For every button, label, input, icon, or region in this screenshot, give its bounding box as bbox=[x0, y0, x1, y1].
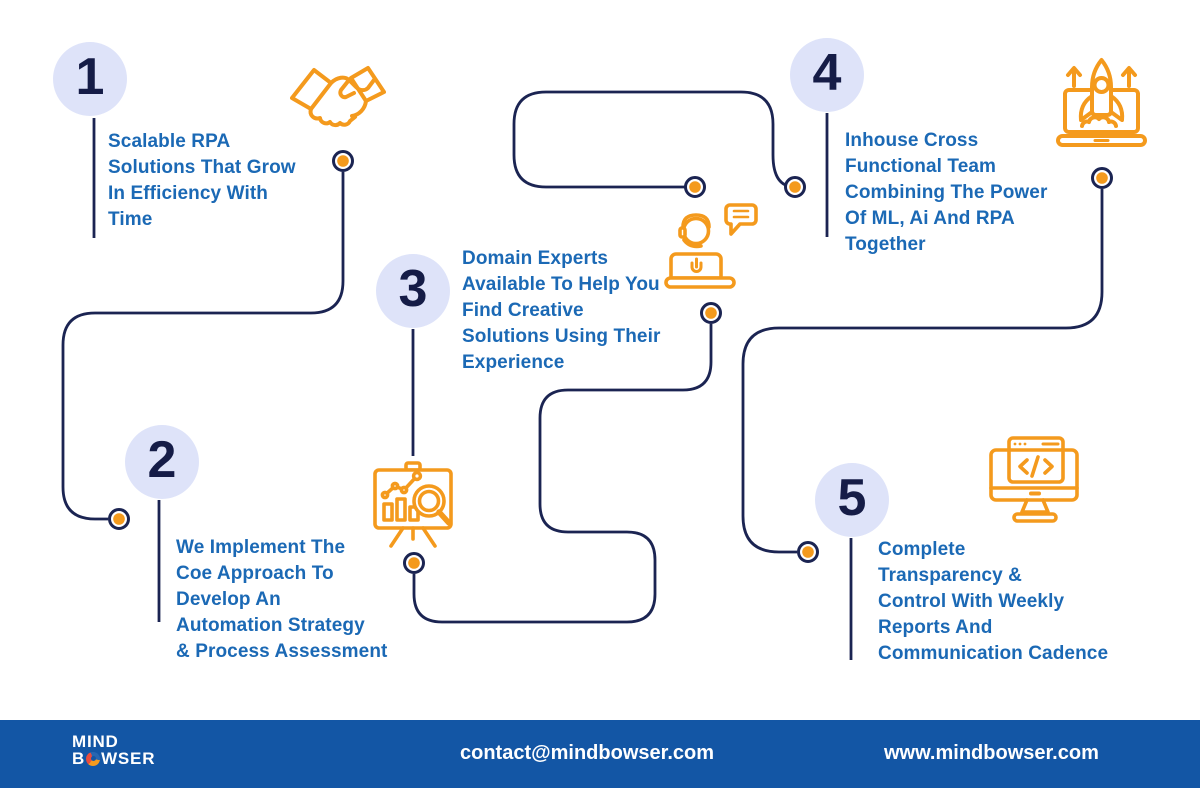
contact-email[interactable]: contact@mindbowser.com bbox=[460, 742, 714, 764]
step-5-caption: Complete Transparency & Control With Wee… bbox=[878, 539, 1109, 664]
code-monitor-icon bbox=[989, 436, 1079, 529]
connector-paths bbox=[61, 90, 1104, 660]
footer-bar: MIND B WSER contact@mindbowser.com www.mi… bbox=[0, 720, 1200, 788]
step-3-number: 3 bbox=[398, 260, 428, 318]
step-4-caption: Inhouse Cross Functional Team Combining … bbox=[845, 130, 1048, 255]
mindbowser-logo: MIND B WSER bbox=[72, 733, 155, 767]
logo-line-2: B WSER bbox=[72, 750, 155, 767]
step-1-caption: Scalable RPA Solutions That Grow In Effi… bbox=[108, 131, 296, 230]
logo-swirl-o-icon bbox=[86, 751, 101, 766]
connector-dots bbox=[108, 150, 1113, 574]
website-url[interactable]: www.mindbowser.com bbox=[884, 742, 1099, 764]
step-2-caption: We Implement The Coe Approach To Develop… bbox=[176, 537, 388, 662]
step-3-caption: Domain Experts Available To Help You Fin… bbox=[462, 248, 661, 373]
step-3-badge: 3 bbox=[376, 254, 450, 328]
step-1-badge: 1 bbox=[53, 42, 127, 116]
connector-lines bbox=[61, 90, 1113, 660]
support-agent-icon bbox=[658, 202, 762, 300]
rocket-launch-icon bbox=[1054, 54, 1149, 154]
step-2-badge: 2 bbox=[125, 425, 199, 499]
handshake-icon bbox=[290, 62, 386, 137]
step-1-number: 1 bbox=[75, 48, 105, 106]
step-5-number: 5 bbox=[837, 469, 867, 527]
logo-text-b: B bbox=[72, 749, 86, 768]
step-5-badge: 5 bbox=[815, 463, 889, 537]
logo-line-1: MIND bbox=[72, 733, 155, 750]
step-4-number: 4 bbox=[812, 44, 842, 102]
step-4-badge: 4 bbox=[790, 38, 864, 112]
logo-text-wser: WSER bbox=[101, 749, 156, 768]
logo-text-mind: MIND bbox=[72, 732, 119, 751]
step-2-number: 2 bbox=[147, 431, 177, 489]
chart-analysis-icon bbox=[371, 461, 455, 553]
